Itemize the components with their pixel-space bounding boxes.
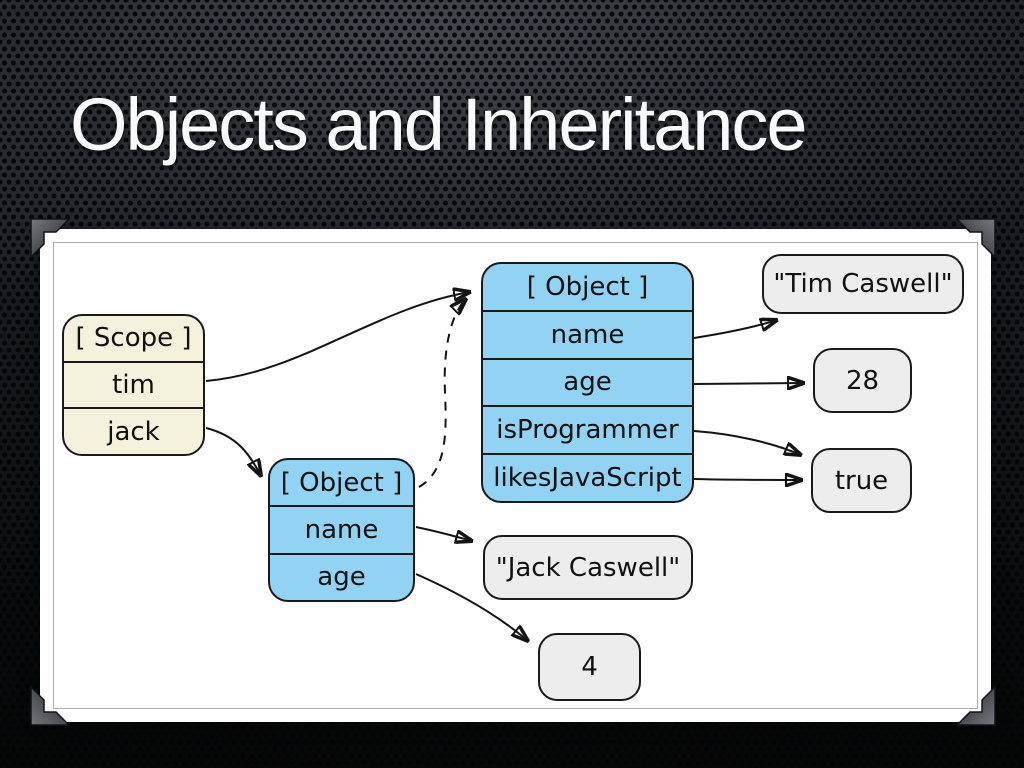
node-tim-object-row-age: age	[483, 357, 692, 406]
value-jack-age: 4	[538, 633, 641, 701]
slide-title: Objects and Inheritance	[70, 83, 808, 166]
edge-name-to-tim-caswell	[693, 320, 777, 339]
value-tim-age: 28	[813, 348, 912, 413]
node-scope-row-jack: jack	[64, 407, 203, 454]
photo-corner-bottom-right-icon	[956, 686, 996, 726]
node-tim-object-row-isprogrammer: isProgrammer	[483, 405, 692, 453]
photo-corner-top-left-icon	[30, 218, 70, 258]
photo-corner-top-right-icon	[956, 218, 996, 258]
node-tim-object: [ Object ] name age isProgrammer likesJa…	[481, 262, 694, 503]
node-tim-object-row-name: name	[483, 309, 692, 358]
edge-name-to-jack-caswell	[415, 526, 472, 541]
photo-inner-border	[53, 242, 978, 709]
value-jack-name: "Jack Caswell"	[483, 535, 693, 600]
edge-isprogrammer-to-true	[693, 430, 801, 455]
value-tim-bool: true	[811, 448, 912, 513]
node-scope: [ Scope ] tim jack	[62, 314, 205, 456]
edge-likesjavascript-to-true	[693, 479, 802, 480]
node-scope-row-tim: tim	[64, 360, 203, 408]
edge-jack-to-jack-object	[205, 427, 261, 476]
node-jack-object-row-name: name	[270, 505, 413, 552]
node-tim-object-row-likesjavascript: likesJavaScript	[483, 453, 692, 501]
node-jack-object-header: [ Object ]	[280, 467, 403, 498]
photo-corner-bottom-left-icon	[30, 686, 70, 726]
edge-age-to-28	[693, 383, 804, 384]
value-tim-name: "Tim Caswell"	[762, 254, 964, 314]
node-jack-object: [ Object ] name age	[268, 458, 415, 602]
edge-tim-to-tim-object	[205, 292, 470, 382]
node-scope-header: [ Scope ]	[75, 323, 192, 354]
node-tim-object-header: [ Object ]	[526, 271, 649, 302]
node-jack-object-row-age: age	[270, 552, 413, 600]
edge-age-to-4	[415, 573, 528, 641]
edge-prototype-jack-to-tim-object	[418, 299, 466, 488]
